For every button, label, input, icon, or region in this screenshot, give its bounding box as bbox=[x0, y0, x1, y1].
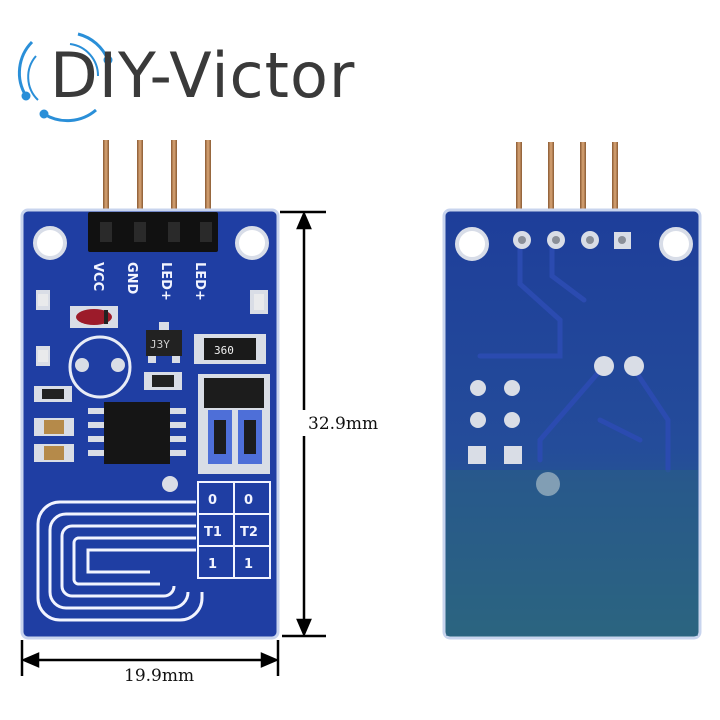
height-dimension-label: 32.9mm bbox=[308, 414, 378, 434]
back-touch-area bbox=[446, 470, 698, 636]
width-dimension-label: 19.9mm bbox=[124, 666, 194, 686]
pin-label-vcc: VCC bbox=[90, 262, 105, 291]
touch-sensor-pattern bbox=[36, 500, 204, 622]
back-header-pads bbox=[513, 231, 631, 249]
svg-text:T1: T1 bbox=[204, 525, 222, 540]
svg-text:360: 360 bbox=[214, 344, 234, 357]
back-traces bbox=[477, 243, 671, 473]
brand-logo: DIY-Victor bbox=[17, 32, 355, 123]
front-board: VCC GND LED+ LED+ bbox=[20, 140, 280, 640]
svg-text:0: 0 bbox=[208, 493, 217, 508]
mount-hole bbox=[659, 227, 693, 261]
svg-text:1: 1 bbox=[244, 557, 253, 572]
pin-label-led: LED+ bbox=[158, 262, 173, 301]
width-dimension bbox=[20, 640, 280, 676]
mount-hole bbox=[33, 226, 67, 260]
mount-hole bbox=[455, 227, 489, 261]
mount-hole bbox=[235, 226, 269, 260]
ic-chip bbox=[88, 402, 186, 464]
resistor-360 bbox=[204, 338, 256, 360]
brand-name: DIY-Victor bbox=[50, 39, 355, 112]
logo-ring-icon bbox=[17, 32, 113, 123]
svg-text:T2: T2 bbox=[240, 525, 258, 540]
transistor bbox=[146, 330, 182, 356]
back-board bbox=[442, 142, 702, 640]
back-header-pins bbox=[516, 142, 618, 216]
svg-text:J3Y: J3Y bbox=[150, 338, 170, 351]
jumper-label-grid bbox=[197, 481, 271, 579]
pin-label-led: LED+ bbox=[192, 262, 207, 301]
svg-text:1: 1 bbox=[208, 557, 217, 572]
svg-text:0: 0 bbox=[244, 493, 253, 508]
pin-label-gnd: GND bbox=[124, 262, 139, 295]
smd-components: J3Y 360 bbox=[34, 290, 270, 492]
